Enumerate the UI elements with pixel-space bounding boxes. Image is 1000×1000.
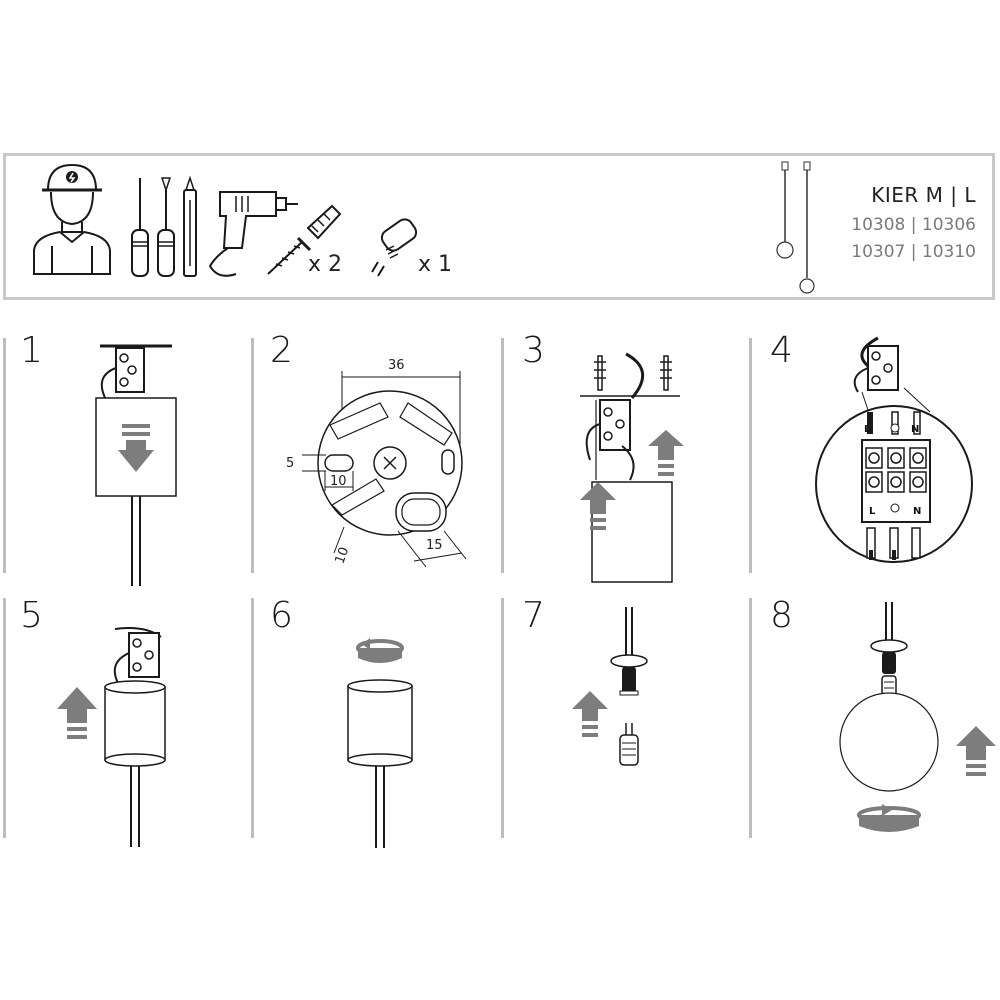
- step-divider: [3, 598, 6, 838]
- wall-plug-screw-icon: [267, 204, 342, 275]
- pendant-sizes-icon: [776, 161, 815, 294]
- dim-10-label: 10: [330, 474, 347, 489]
- step-number-3: 3: [522, 330, 545, 371]
- step-divider: [749, 598, 752, 838]
- step-number-8: 8: [770, 595, 793, 636]
- bulb-icon: [371, 218, 418, 277]
- product-codes-line-1: 10308 | 10306: [851, 215, 976, 235]
- step-number-6: 6: [270, 595, 293, 636]
- product-title: KIER M | L: [871, 183, 976, 207]
- step-divider: [251, 338, 254, 573]
- tools-header-panel: [3, 153, 995, 300]
- screwdriver-icon: [131, 178, 149, 277]
- terminal-L-top: L: [864, 424, 871, 435]
- step-7-illustration: [572, 607, 648, 766]
- step-divider: [501, 338, 504, 573]
- bulb-quantity: x 1: [418, 252, 453, 277]
- drill-icon: [208, 191, 298, 277]
- step-number-1: 1: [20, 330, 43, 371]
- step-number-4: 4: [770, 330, 793, 371]
- dim-10b-label: 10: [333, 545, 353, 566]
- product-codes-line-2: 10307 | 10310: [851, 242, 976, 262]
- step-1-illustration: [95, 344, 177, 586]
- step-number-2: 2: [270, 330, 293, 371]
- step-divider: [251, 598, 254, 838]
- step-6-illustration: [347, 638, 413, 848]
- terminal-L-bottom: L: [869, 506, 876, 517]
- step-divider: [501, 598, 504, 838]
- dim-15-label: 15: [426, 538, 443, 553]
- terminal-N-top: N: [911, 424, 919, 435]
- step-8-illustration: [839, 602, 996, 832]
- electrician-icon: [33, 163, 111, 275]
- step-4-wiring-diagram: L N L N: [815, 336, 973, 563]
- step-divider: [3, 338, 6, 573]
- voltage-tester-icon: [183, 175, 197, 277]
- step-number-5: 5: [20, 595, 43, 636]
- step-number-7: 7: [522, 595, 545, 636]
- dim-36-label: 36: [388, 358, 405, 373]
- step-5-illustration: [57, 627, 166, 847]
- terminal-N-bottom: N: [913, 506, 921, 517]
- step-2-mounting-plate: 36 5 10 15 10: [286, 358, 467, 568]
- phillips-screwdriver-icon: [157, 177, 175, 277]
- wall-plug-quantity: x 2: [308, 252, 343, 277]
- step-3-illustration: [580, 352, 684, 583]
- step-divider: [749, 338, 752, 573]
- dim-5-label: 5: [286, 456, 294, 471]
